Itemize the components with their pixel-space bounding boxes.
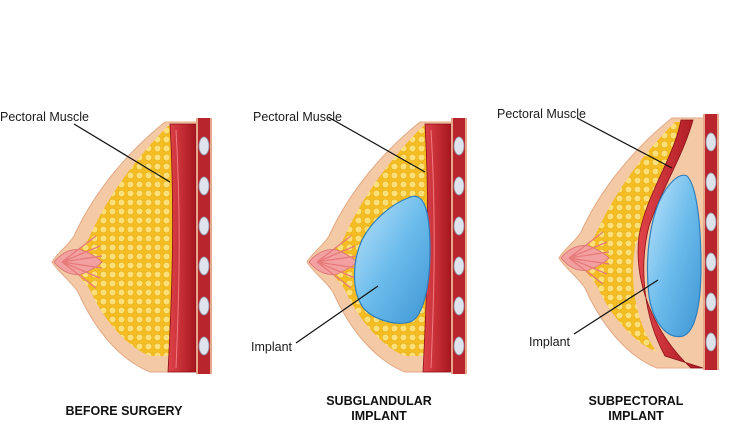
panel-caption-line-1: SUBGLANDULAR xyxy=(326,394,432,408)
panel-caption-line-1: SUBPECTORAL xyxy=(589,394,684,408)
panel-before-surgery: Pectoral Muscle BEFORE SURGERY xyxy=(0,110,213,418)
implant-label: Implant xyxy=(251,340,293,354)
muscle-label: Pectoral Muscle xyxy=(497,107,586,121)
implant-shape xyxy=(646,174,702,338)
panel-subglandular-implant: Pectoral Muscle Implant SUBGLANDULAR IMP… xyxy=(251,110,468,423)
breast-illustration-before xyxy=(51,117,213,375)
implant-leader-line xyxy=(573,279,659,335)
panel-caption: BEFORE SURGERY xyxy=(66,404,184,418)
panel-subpectoral-implant: Pectoral Muscle Implant SUBPECTORAL IMPL… xyxy=(497,107,719,423)
implant-leader-line xyxy=(295,285,379,344)
panel-caption-line-2: IMPLANT xyxy=(351,409,407,423)
muscle-leader-line xyxy=(327,116,426,173)
muscle-leader-line xyxy=(73,123,171,183)
muscle-label: Pectoral Muscle xyxy=(0,110,89,124)
muscle-leader-line xyxy=(576,117,673,169)
implant-label: Implant xyxy=(529,335,571,349)
muscle-label: Pectoral Muscle xyxy=(253,110,342,124)
panel-caption-line-2: IMPLANT xyxy=(608,409,664,423)
implant-shape xyxy=(353,195,431,324)
